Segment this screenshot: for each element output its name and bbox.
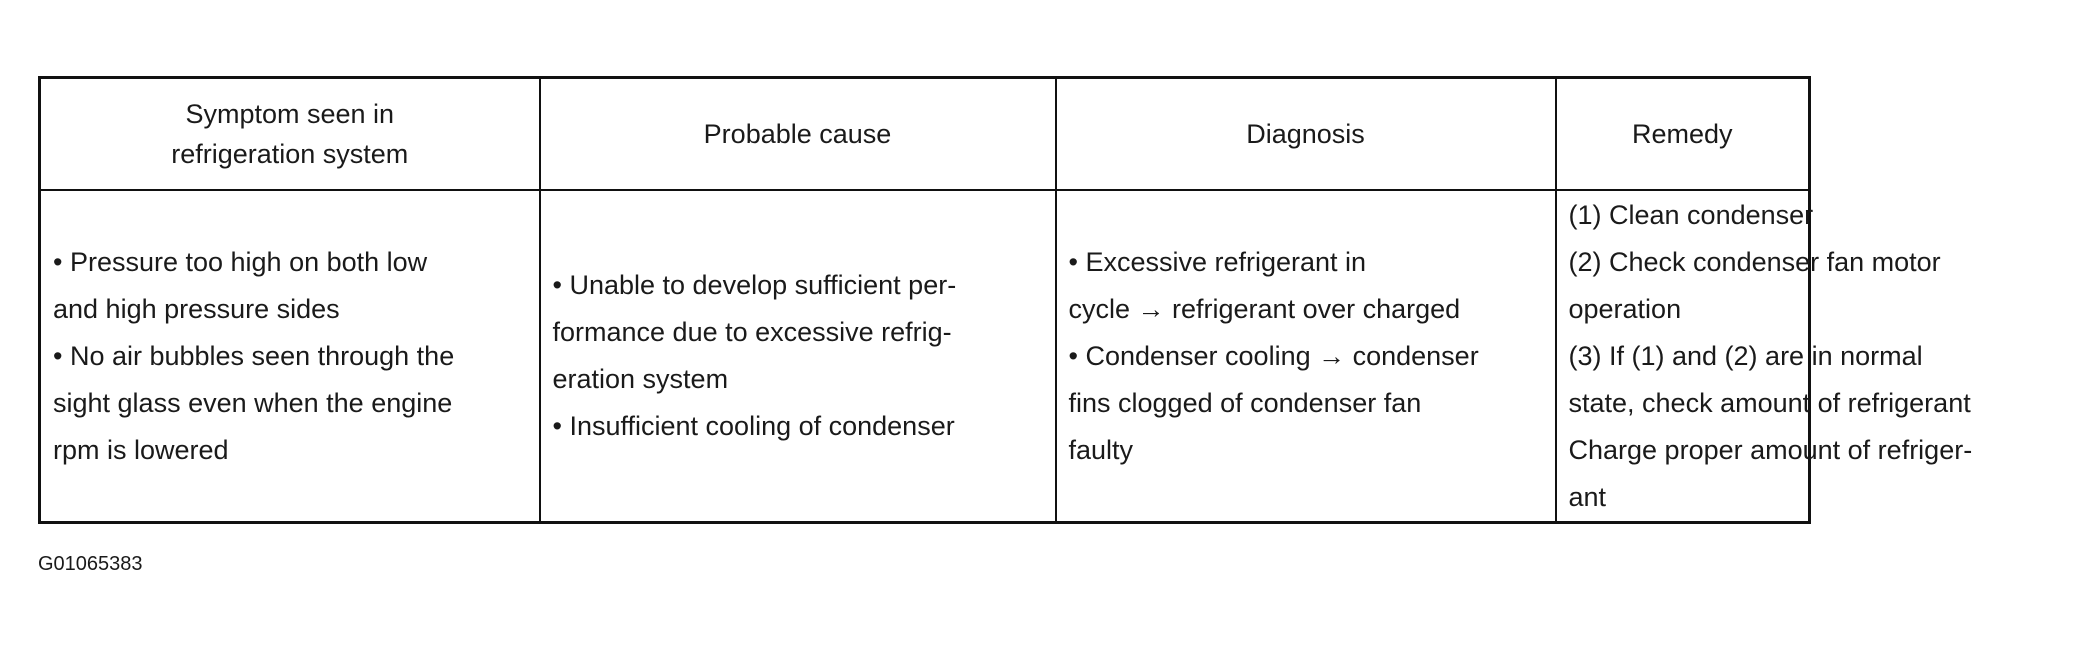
cause-line: • Unable to develop sufficient per-: [552, 270, 957, 300]
remedy-line: state, check amount of refrigerant: [1568, 387, 1971, 418]
symptom-line: • Pressure too high on both low: [53, 246, 428, 277]
cell-probable-cause: • Unable to develop sufficient per- form…: [538, 189, 1057, 524]
cause-line: formance due to excessive refrig-: [552, 317, 952, 347]
symptom-line: sight glass even when the engine: [53, 387, 453, 418]
header-symptom: Symptom seen in refrigeration system: [38, 76, 541, 191]
header-remedy-line: Remedy: [1631, 119, 1733, 149]
diagnosis-line: fins clogged of condenser fan: [1068, 387, 1422, 418]
symptom-line: rpm is lowered: [53, 434, 229, 465]
cell-diagnosis: • Excessive refrigerant in cycle → refri…: [1054, 189, 1557, 524]
header-probable-cause: Probable cause: [538, 76, 1057, 191]
diagnosis-line: cycle → refrigerant over charged: [1068, 293, 1461, 324]
diagnosis-line: • Excessive refrigerant in: [1068, 246, 1367, 277]
symptom-line: and high pressure sides: [53, 293, 340, 324]
remedy-line: ant: [1568, 481, 1607, 512]
diagnosis-table: Symptom seen in refrigeration system Pro…: [38, 76, 1973, 524]
header-diagnosis-line: Diagnosis: [1246, 119, 1365, 149]
diagnosis-line: • Condenser cooling → condenser: [1068, 340, 1479, 371]
figure-id: G01065383: [38, 553, 143, 575]
header-symptom-line: refrigeration system: [171, 139, 409, 169]
header-diagnosis: Diagnosis: [1054, 76, 1557, 191]
cell-symptom: • Pressure too high on both low and high…: [38, 189, 541, 524]
remedy-line: (3) If (1) and (2) are in normal: [1568, 340, 1923, 371]
remedy-line: (1) Clean condenser: [1568, 199, 1814, 230]
diagnosis-line: faulty: [1068, 434, 1134, 465]
cause-line: • Insufficient cooling of condenser: [552, 411, 955, 441]
cell-remedy: (1) Clean condenser (2) Check condenser …: [1554, 189, 1973, 524]
symptom-line: • No air bubbles seen through the: [53, 340, 455, 371]
table-row: • Pressure too high on both low and high…: [38, 189, 1973, 524]
header-row: Symptom seen in refrigeration system Pro…: [38, 76, 1811, 191]
remedy-line: operation: [1568, 293, 1682, 324]
remedy-line: Charge proper amount of refriger-: [1568, 434, 1973, 465]
header-symptom-line: Symptom seen in: [185, 99, 395, 129]
cause-line: eration system: [552, 364, 729, 394]
header-cause-line: Probable cause: [703, 119, 892, 149]
header-remedy: Remedy: [1554, 76, 1811, 191]
remedy-line: (2) Check condenser fan motor: [1568, 246, 1941, 277]
